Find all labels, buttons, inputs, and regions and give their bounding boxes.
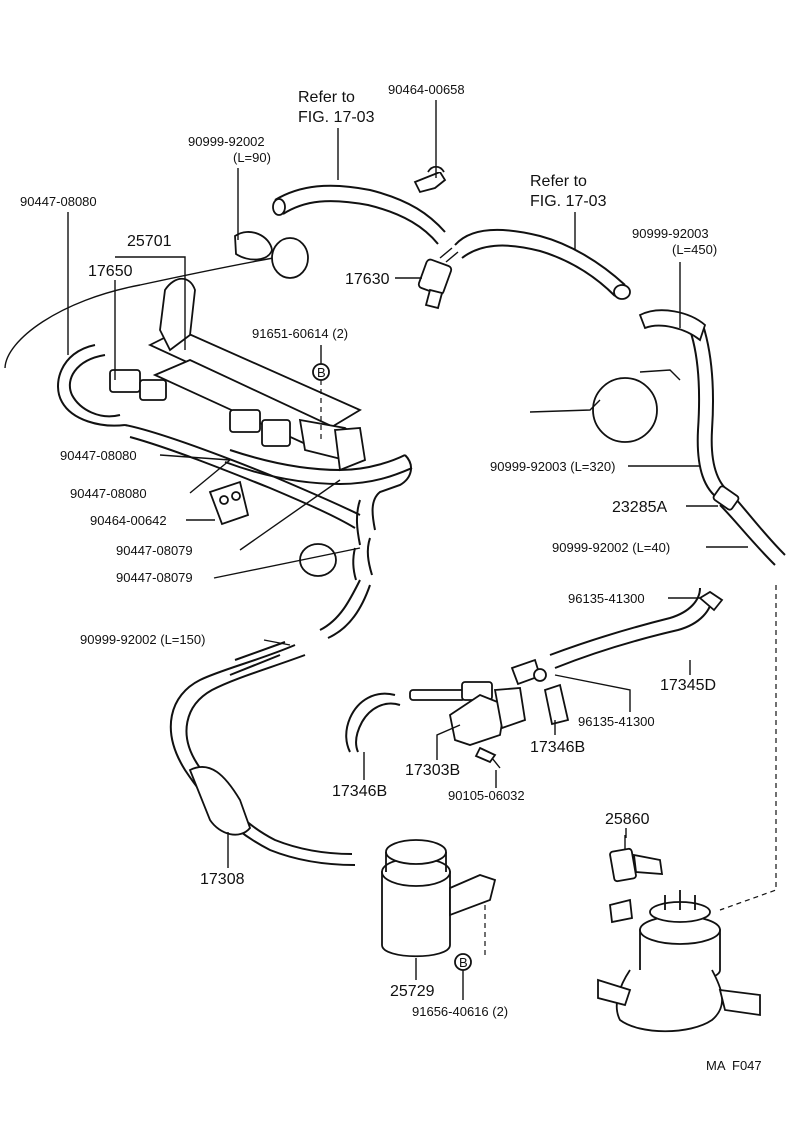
label-90447-08079-b: 90447-08079 — [116, 570, 193, 585]
bolt-90105-06032 — [474, 746, 501, 769]
label-90464-00658: 90464-00658 — [388, 82, 465, 97]
label-96135-41300-b: 96135-41300 — [578, 714, 655, 729]
label-17650: 17650 — [88, 263, 133, 280]
label-l90: (L=90) — [233, 150, 271, 165]
part-labels: Refer to FIG. 17-03 90464-00658 90999-92… — [20, 82, 762, 1073]
diagram-artwork — [4, 100, 786, 1033]
bolt-callout-b-letter: B — [459, 955, 468, 970]
label-90447-08080-b: 90447-08080 — [60, 448, 137, 463]
label-17345D: 17345D — [660, 677, 716, 694]
label-90999-92002-40: 90999-92002 (L=40) — [552, 540, 670, 555]
label-25729: 25729 — [390, 983, 435, 1000]
label-l450: (L=450) — [672, 242, 717, 257]
long-hose-17308 — [169, 579, 371, 866]
footer-code: MA F047 — [706, 1058, 762, 1073]
upper-right-hose — [454, 228, 631, 300]
canister-25729 — [381, 839, 497, 958]
label-90999-92003-320: 90999-92003 (L=320) — [490, 459, 615, 474]
refer-to-left-line1: Refer to — [298, 89, 355, 106]
valve-17303B — [409, 681, 527, 746]
left-hose-loop — [57, 344, 361, 529]
label-23285A: 23285A — [612, 499, 667, 516]
label-17630: 17630 — [345, 271, 390, 288]
label-90999-92002-150: 90999-92002 (L=150) — [80, 632, 205, 647]
label-90464-00642: 90464-00642 — [90, 513, 167, 528]
label-90999-92002-top: 90999-92002 — [188, 134, 265, 149]
clip-90464-00642 — [208, 480, 250, 526]
bracket-center — [333, 427, 366, 472]
refer-to-right-line1: Refer to — [530, 173, 587, 190]
label-25860: 25860 — [605, 811, 650, 828]
label-90447-08080-c: 90447-08080 — [70, 486, 147, 501]
vsv-17650 — [109, 369, 291, 447]
label-96135-41300-a: 96135-41300 — [568, 591, 645, 606]
refer-to-right-line2: FIG. 17-03 — [530, 193, 607, 210]
hose-17345D — [510, 587, 724, 686]
label-25701: 25701 — [127, 233, 172, 250]
charcoal-canister — [597, 890, 761, 1033]
label-17308: 17308 — [200, 871, 245, 888]
label-17346B-right: 17346B — [530, 739, 585, 756]
upper-vacuum-hose — [272, 184, 446, 245]
right-long-hose — [638, 309, 786, 566]
bolt-callout-a-letter: B — [317, 365, 326, 380]
refer-to-left-line2: FIG. 17-03 — [298, 109, 375, 126]
engine-outline — [4, 254, 291, 369]
clip-90464-00658 — [413, 165, 447, 194]
leader-lines — [67, 100, 748, 1000]
engine-block-right — [529, 369, 681, 443]
label-90105-06032: 90105-06032 — [448, 788, 525, 803]
label-91656-40616: 91656-40616 (2) — [412, 1004, 508, 1019]
label-91651-60614: 91651-60614 (2) — [252, 326, 348, 341]
vsv-25860 — [609, 835, 664, 883]
label-17303B: 17303B — [405, 762, 460, 779]
dashed-connection-right — [719, 585, 777, 911]
label-90447-08079-a: 90447-08079 — [116, 543, 193, 558]
vsv-17630 — [417, 247, 459, 310]
label-90999-92003-top: 90999-92003 — [632, 226, 709, 241]
label-90447-08080-a: 90447-08080 — [20, 194, 97, 209]
label-17346B-left: 17346B — [332, 783, 387, 800]
diaphragm-center — [299, 543, 337, 577]
hose-17346B — [345, 683, 570, 753]
